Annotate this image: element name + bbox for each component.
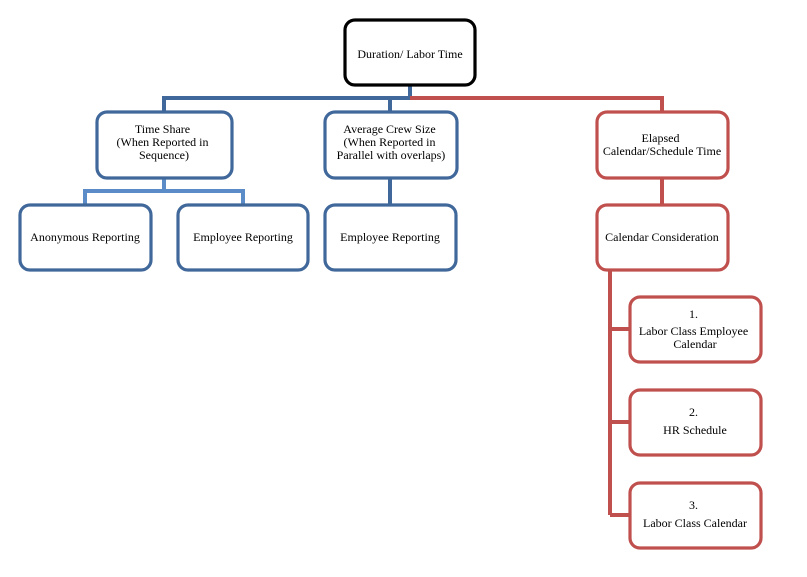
node-employee-reporting-crew: Employee Reporting bbox=[323, 203, 458, 272]
node-label: Time Share (When Reported in Sequence) bbox=[117, 122, 212, 162]
node-label: 3. Labor Class Calendar bbox=[643, 498, 747, 530]
node-label: 2. HR Schedule bbox=[663, 405, 727, 437]
node-label: Calendar Consideration bbox=[605, 230, 719, 244]
node-label: Average Crew Size (When Reported in Para… bbox=[337, 122, 446, 162]
node-label: Employee Reporting bbox=[340, 230, 440, 244]
node-label: 1. Labor Class Employee Calendar bbox=[639, 307, 751, 351]
connector-root-to-elapsed bbox=[410, 96, 664, 112]
node-average-crew-size: Average Crew Size (When Reported in Para… bbox=[323, 110, 459, 180]
node-label: Employee Reporting bbox=[193, 230, 293, 244]
node-label: Anonymous Reporting bbox=[30, 230, 140, 244]
connector-calendar-to-items bbox=[608, 270, 630, 517]
node-label: Elapsed Calendar/Schedule Time bbox=[603, 131, 721, 158]
node-employee-reporting-time-share: Employee Reporting bbox=[176, 203, 310, 272]
node-anonymous-reporting: Anonymous Reporting bbox=[18, 203, 153, 272]
connector-root-to-time-share bbox=[162, 85, 412, 112]
node-time-share: Time Share (When Reported in Sequence) bbox=[95, 110, 234, 180]
node-elapsed-calendar-time: Elapsed Calendar/Schedule Time bbox=[595, 110, 730, 180]
node-calendar-consideration: Calendar Consideration bbox=[595, 203, 730, 272]
node-labor-class-employee-calendar: 1. Labor Class Employee Calendar bbox=[628, 295, 763, 364]
node-labor-class-calendar: 3. Labor Class Calendar bbox=[628, 481, 763, 550]
node-duration-labor-time: Duration/ Labor Time bbox=[343, 18, 477, 87]
node-label: Duration/ Labor Time bbox=[357, 47, 462, 61]
node-hr-schedule: 2. HR Schedule bbox=[628, 388, 763, 457]
connector-time-share-to-reporting bbox=[83, 178, 245, 205]
